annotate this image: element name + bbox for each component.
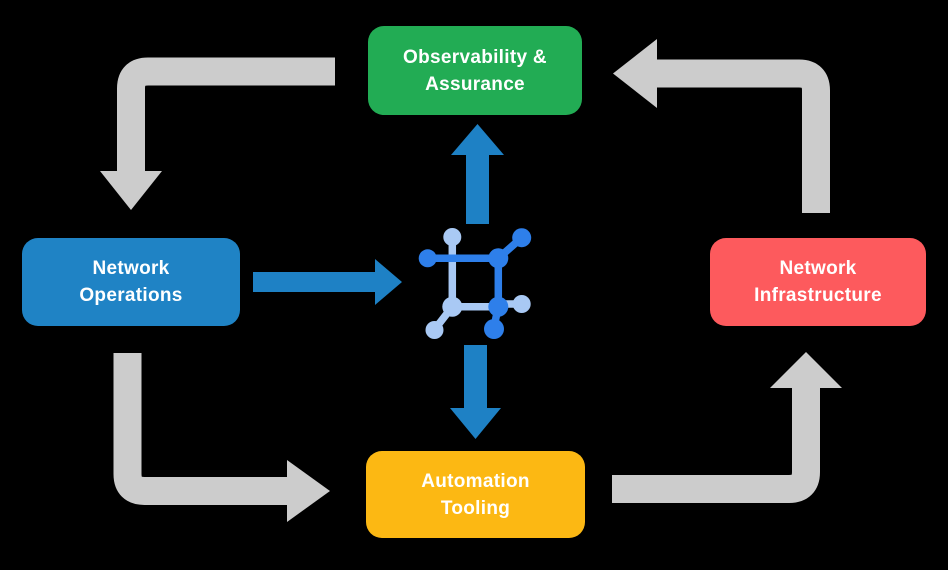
arrow-head-left-icon bbox=[613, 39, 657, 108]
node-label-line1: Network bbox=[92, 258, 170, 279]
arrow-head-up-icon bbox=[451, 124, 504, 155]
arrow-head-right-icon bbox=[287, 460, 330, 522]
node-label-line1: Network bbox=[779, 258, 857, 279]
arrow-shaft bbox=[117, 57, 335, 172]
node-network-operations: Network Operations bbox=[22, 238, 240, 326]
network-chip-icon bbox=[418, 228, 532, 339]
node-label-line2: Tooling bbox=[440, 497, 511, 519]
arrow-shaft bbox=[657, 59, 830, 213]
node-label-line2: Assurance bbox=[425, 73, 525, 95]
node-network-infrastructure: Network Infrastructure bbox=[710, 238, 926, 326]
node-label-line2: Operations bbox=[79, 285, 183, 306]
node-label-line1: Automation bbox=[421, 470, 530, 492]
arrow-operations-to-tooling bbox=[113, 353, 330, 522]
arrow-operations-to-platform bbox=[253, 259, 402, 305]
node-automation-tooling: Automation Tooling bbox=[366, 451, 585, 538]
arrow-head-down-icon bbox=[100, 171, 162, 210]
arrow-platform-to-tooling bbox=[450, 345, 501, 439]
arrow-shaft bbox=[612, 387, 820, 503]
arrow-head-right-icon bbox=[375, 259, 402, 305]
arrow-head-down-icon bbox=[450, 408, 501, 439]
arrow-assurance-to-operations bbox=[100, 57, 335, 210]
arrow-platform-to-assurance bbox=[451, 124, 504, 224]
arrow-tooling-to-infrastructure bbox=[612, 352, 842, 503]
node-label-line1: Observability & bbox=[403, 46, 547, 68]
node-observability-assurance: Observability & Assurance bbox=[368, 26, 582, 115]
chip-terminals bbox=[418, 228, 532, 339]
arrow-infrastructure-to-assurance bbox=[613, 39, 830, 213]
chip-dark-lines bbox=[423, 233, 526, 331]
arrow-head-up-icon bbox=[770, 352, 842, 388]
node-label-line2: Infrastructure bbox=[754, 285, 882, 306]
arrow-shaft bbox=[113, 353, 287, 505]
